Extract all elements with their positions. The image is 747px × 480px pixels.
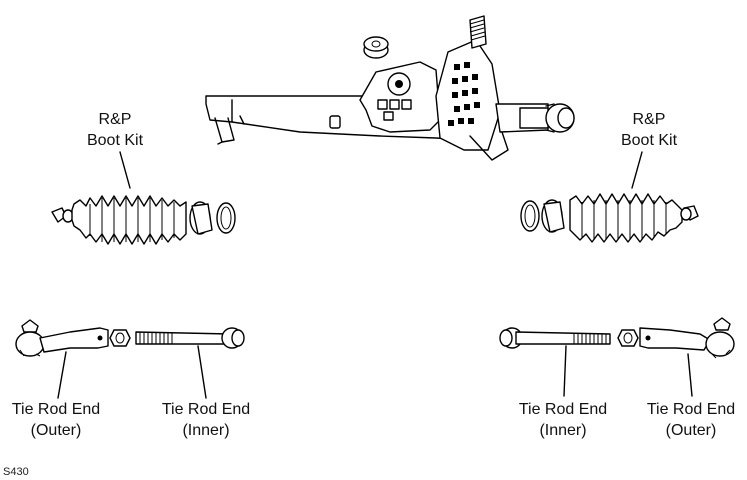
boot-kit-left (51, 195, 236, 245)
figure-code: S430 (3, 466, 29, 478)
label-line: (Inner) (182, 422, 230, 439)
tie-rod-end-inner-right (499, 327, 611, 349)
label-line: Tie Rod End (11, 401, 101, 418)
label-line: Boot Kit (620, 132, 678, 149)
label-line: Tie Rod End (161, 401, 251, 418)
tie-rod-end-outer-right (639, 317, 735, 359)
label-line: Tie Rod End (518, 401, 608, 418)
label-tie-rod-inner-left: Tie Rod End (Inner) (150, 399, 262, 441)
jam-nut-right (617, 329, 639, 347)
label-boot-kit-right: R&P Boot Kit (614, 109, 684, 151)
label-line: (Inner) (539, 422, 587, 439)
label-line: Tie Rod End (646, 401, 736, 418)
label-line: (Outer) (665, 422, 717, 439)
label-line: R&P (98, 111, 132, 128)
boot-kit-right (520, 193, 699, 243)
steering-rack-assembly (205, 15, 575, 161)
mount-bushing (363, 36, 389, 59)
label-line: Boot Kit (86, 132, 144, 149)
leader-lines (57, 151, 693, 399)
label-line: R&P (632, 111, 666, 128)
tie-rod-end-outer-left (15, 319, 109, 357)
label-tie-rod-inner-right: Tie Rod End (Inner) (507, 399, 619, 441)
tie-rod-end-inner-left (135, 327, 245, 349)
label-tie-rod-outer-right: Tie Rod End (Outer) (635, 399, 747, 441)
label-line: (Outer) (30, 422, 82, 439)
label-boot-kit-left: R&P Boot Kit (80, 109, 150, 151)
jam-nut-left (109, 329, 131, 347)
label-tie-rod-outer-left: Tie Rod End (Outer) (0, 399, 112, 441)
